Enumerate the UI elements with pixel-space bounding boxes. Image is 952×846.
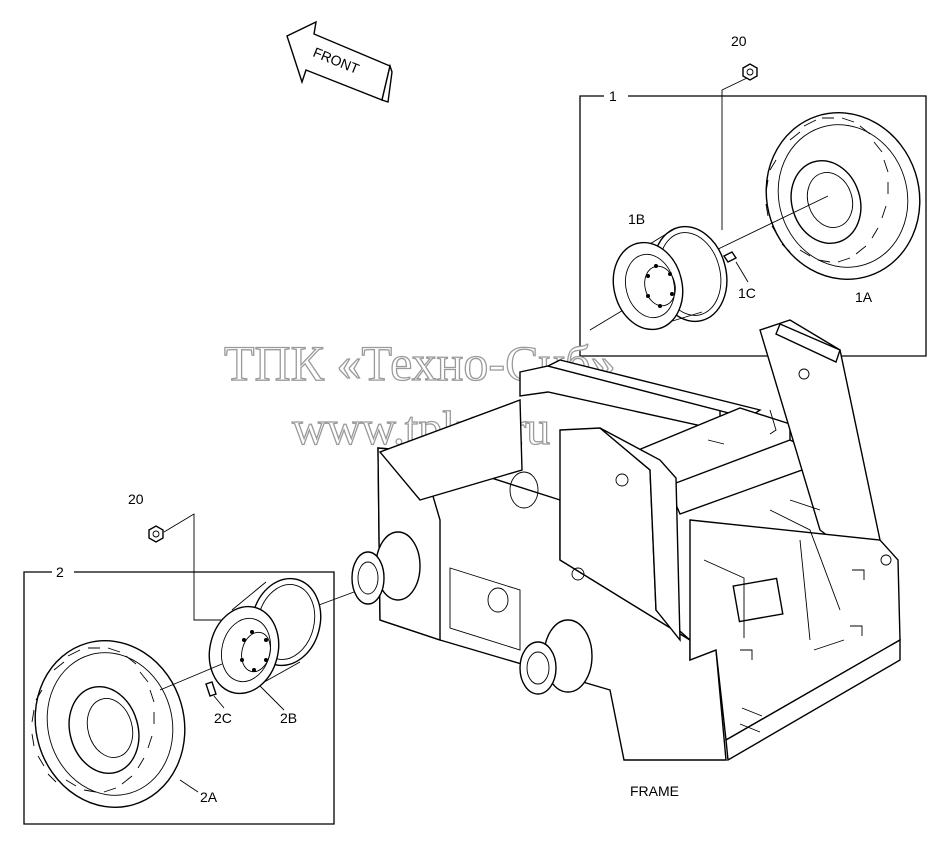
valve-2c: 2C: [205, 681, 232, 726]
rim-2b-callout: 2B: [280, 710, 297, 726]
frame-label: FRAME: [630, 783, 679, 799]
group-2-callout: 2: [56, 564, 64, 580]
tire-2a-callout: 2A: [200, 789, 218, 805]
tire-1a: 1A: [765, 112, 921, 305]
nut-20-left: 20: [128, 491, 164, 543]
front-arrow: FRONT: [286, 20, 393, 103]
valve-1c-callout: 1C: [738, 285, 756, 301]
tire-2a: 2A: [31, 640, 223, 808]
nut-20-top-callout: 20: [731, 33, 747, 49]
group-1-callout: 1: [609, 88, 617, 104]
frame: FRAME: [351, 319, 901, 799]
nut-20-left-callout: 20: [128, 491, 144, 507]
rim-1b: 1B: [612, 211, 728, 331]
rim-2b: 2B: [208, 577, 322, 726]
tire-1a-callout: 1A: [855, 289, 873, 305]
watermark: ТПК «Техно-Сиб» www.tpkts.ru: [223, 334, 616, 455]
valve-1c: 1C: [722, 251, 756, 301]
valve-2c-callout: 2C: [214, 710, 232, 726]
rim-1b-callout: 1B: [628, 211, 645, 227]
nut-20-top: 20: [731, 33, 758, 81]
